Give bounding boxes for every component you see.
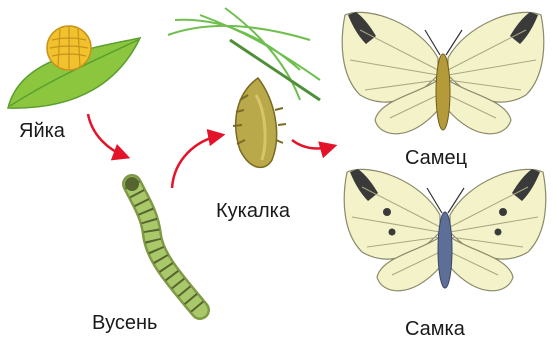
pupa-label: Кукалка [216,200,290,223]
arrow-caterpillar-to-pupa [172,135,222,188]
caterpillar-illustration [125,177,200,310]
female-butterfly-illustration [344,169,546,291]
male-label: Самец [405,147,467,170]
arrow-pupa-to-adults [292,140,334,148]
male-butterfly-illustration [342,12,544,134]
caterpillar-label: Вусень [92,312,157,335]
arrow-egg-to-caterpillar [88,114,127,157]
female-label: Самка [405,318,465,341]
egg-on-leaf-illustration [8,26,140,108]
egg-label: Яйка [19,120,65,143]
